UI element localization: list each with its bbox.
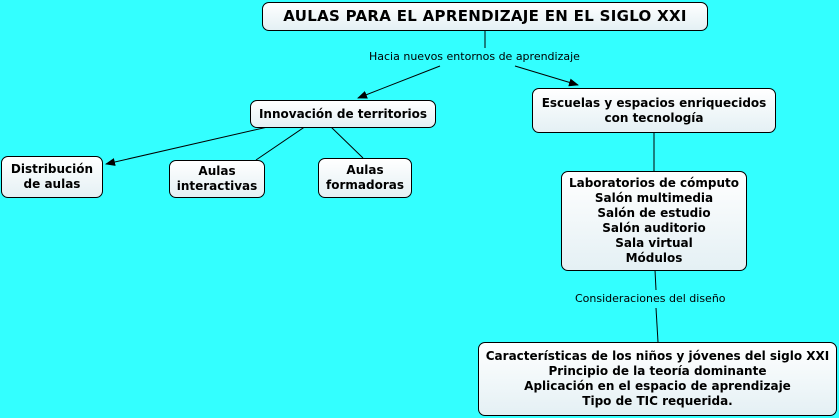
line-to-formadoras — [329, 125, 364, 159]
consideration-item: Principio de la teoría dominante — [548, 364, 767, 378]
space-item: Salón multimedia — [594, 191, 714, 205]
consideration-item: Aplicación en el espacio de aprendizaje — [524, 379, 791, 393]
space-item: Salón auditorio — [602, 221, 706, 235]
title-node: AULAS PARA EL APRENDIZAJE EN EL SIGLO XX… — [262, 2, 708, 31]
line-labs-to-label — [654, 269, 657, 291]
line-label-to-considerations — [655, 307, 659, 343]
formadoras-node: Aulas formadoras — [318, 158, 412, 198]
innovacion-node: Innovación de territorios — [250, 100, 436, 128]
escuelas-line-1: Escuelas y espacios enriquecidos — [541, 95, 767, 110]
interactivas-line-1: Aulas — [198, 164, 236, 178]
arrow-to-escuelas — [514, 65, 579, 87]
distribucion-line-1: Distribución — [10, 162, 94, 176]
interactivas-line-2: interactivas — [176, 179, 258, 193]
space-item: Sala virtual — [615, 236, 693, 250]
escuelas-line-2: con tecnología — [604, 110, 704, 125]
link-label-top: Hacia nuevos entornos de aprendizaje — [367, 50, 582, 63]
interactivas-node: Aulas interactivas — [169, 160, 265, 198]
title-text: AULAS PARA EL APRENDIZAJE EN EL SIGLO XX… — [283, 7, 687, 25]
consideration-item: Características de los niños y jóvenes d… — [485, 349, 830, 363]
link-label-bottom: Consideraciones del diseño — [573, 292, 728, 305]
formadoras-line-1: Aulas — [346, 163, 384, 177]
escuelas-node: Escuelas y espacios enriquecidos con tec… — [532, 88, 776, 133]
space-item: Laboratorios de cómputo — [568, 176, 740, 190]
innovacion-text: Innovación de territorios — [258, 106, 428, 121]
distribucion-line-2: de aulas — [23, 177, 81, 191]
space-item: Módulos — [625, 251, 683, 265]
spaces-node: Laboratorios de cómputo Salón multimedia… — [561, 171, 747, 271]
arrow-to-innovacion — [357, 65, 441, 99]
considerations-node: Características de los niños y jóvenes d… — [478, 342, 837, 416]
consideration-item: Tipo de TIC requerida. — [582, 394, 733, 408]
distribucion-node: Distribución de aulas — [1, 156, 103, 198]
formadoras-line-2: formadoras — [326, 178, 404, 192]
arrow-to-distribucion — [105, 125, 273, 166]
space-item: Salón de estudio — [597, 206, 711, 220]
line-to-interactivas — [255, 125, 307, 161]
